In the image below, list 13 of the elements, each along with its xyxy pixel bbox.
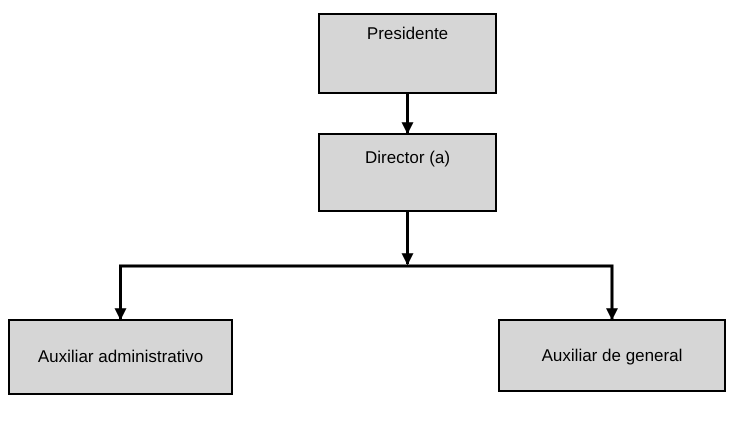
- arrow: [114, 266, 126, 320]
- position-box: [8, 319, 233, 395]
- arrow: [402, 212, 414, 266]
- connector-line: [119, 264, 614, 268]
- position-title: Auxiliar administrativo: [38, 346, 204, 368]
- position-box: [318, 133, 497, 212]
- position-title: Director (a): [364, 147, 450, 168]
- arrow: [606, 266, 618, 320]
- position-title: Auxiliar de general: [542, 344, 682, 366]
- position-box: [498, 319, 726, 392]
- position-box: [318, 13, 497, 94]
- arrow: [402, 94, 414, 134]
- position-title: Presidente: [366, 23, 448, 44]
